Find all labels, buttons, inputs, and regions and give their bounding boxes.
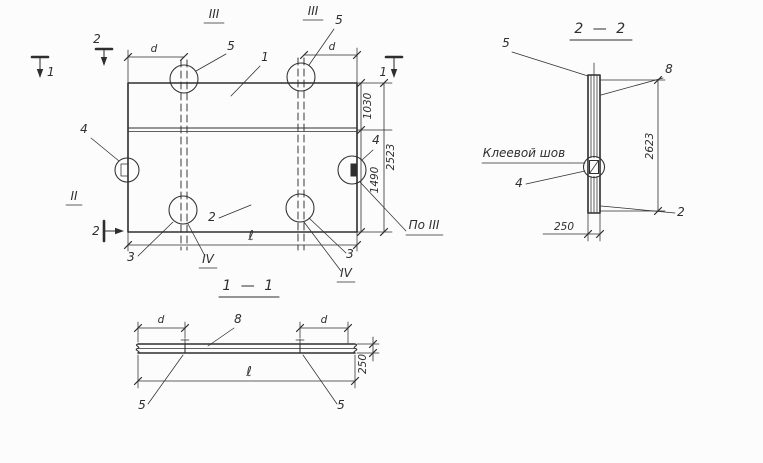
section-1-1-dimensions: d d ℓ 250 (133, 314, 380, 389)
plan-dimension-ticks (123, 50, 389, 250)
callout-5-right-label: 5 (337, 398, 345, 412)
dim-d-right-label: d (321, 314, 328, 326)
plan-leader-lines (90, 28, 407, 272)
callout-5-label: 5 (502, 36, 510, 50)
callout-2-label: 2 (208, 210, 216, 224)
plan-detail-circles (114, 62, 367, 225)
dim-1030-label: 1030 (362, 92, 374, 119)
callout-3-right-label: 3 (346, 247, 354, 261)
callout-3-left-label: 3 (127, 250, 135, 264)
section-2-2-title: 2 — 2 (574, 21, 627, 37)
section-2-2-dimension-lines (542, 79, 659, 235)
plan-callouts: 5 1 5 III III 4 II 4 2 3 IV 3 IV По III (65, 4, 444, 283)
section-1-1-dimension-lines (137, 327, 374, 382)
panel-break-end-left (135, 343, 140, 354)
detail-circle-top-right (286, 62, 316, 92)
callout-4-left-label: 4 (80, 122, 88, 136)
callout-4-label: 4 (515, 176, 523, 190)
dim-length-label: ℓ (247, 228, 254, 244)
section-1-1-dimension-ticks (133, 323, 378, 386)
section-marker-1-right-label: 1 (379, 65, 387, 79)
panel-outline-rect (127, 82, 358, 233)
detail-iii-left-label: III (209, 7, 220, 21)
dim-2623-label: 2623 (644, 133, 656, 160)
detail-iv-right-label: IV (340, 266, 353, 280)
section-marker-2-bottom-label: 2 (92, 224, 100, 238)
detail-circle-bottom-right (285, 193, 315, 223)
detail-circle-top-left (169, 64, 199, 94)
dim-250-label: 250 (554, 221, 574, 233)
callout-5-left-label: 5 (227, 39, 235, 53)
section-1-1: 1 — 1 (133, 278, 380, 412)
detail-iii-right-label: III (308, 4, 319, 18)
callout-5-right-label: 5 (335, 13, 343, 27)
section-1-1-extension-lines (137, 321, 380, 389)
plan-panel-outline (120, 57, 358, 251)
section-2-2-dimensions: 2623 250 (542, 75, 666, 242)
section-2-2-leader-lines (481, 51, 676, 214)
right-edge-joint-mark (350, 163, 357, 177)
detail-circle-bottom-left (168, 195, 198, 225)
dim-1490-label: 1490 (369, 166, 381, 193)
plan-extension-lines (127, 47, 393, 252)
section-marker-2-top-label: 2 (93, 32, 101, 46)
callout-4-right-label: 4 (372, 133, 380, 147)
glue-seam-note: Клеевой шов (483, 146, 565, 160)
dim-d-left-label: d (151, 43, 158, 55)
plan-dimensions: d d 1030 1490 2523 ℓ (123, 41, 397, 252)
section-1-1-leader-lines (147, 327, 338, 405)
section-1-1-panel (135, 338, 358, 354)
dim-2523-label: 2523 (385, 144, 397, 171)
section-1-1-title: 1 — 1 (222, 278, 275, 294)
section-2-2: 2 — 2 (481, 21, 685, 242)
detail-label-underlines (65, 19, 444, 283)
callout-2-label: 2 (677, 205, 685, 219)
section-arrow-down-icon (390, 69, 398, 78)
dim-d-left-label: d (158, 314, 165, 326)
glue-joint-detail-circle (582, 155, 606, 179)
callout-8-label: 8 (665, 62, 673, 76)
detail-iv-left-label: IV (202, 252, 215, 266)
detail-circle-right-edge (337, 155, 367, 185)
dim-d-right-label: d (329, 41, 336, 53)
note-po-iii-label: По III (409, 218, 440, 232)
detail-ii-label: II (70, 189, 78, 203)
section-arrow-down-icon (100, 57, 108, 66)
callout-1-label: 1 (261, 50, 269, 64)
callout-8-label: 8 (234, 312, 242, 326)
section-arrow-right-icon (115, 227, 124, 235)
dim-thickness-label: 250 (357, 354, 369, 374)
glue-joint-block (588, 159, 600, 175)
left-edge-joint-notch (120, 163, 129, 177)
section-arrow-down-icon (36, 69, 44, 78)
plan-view: d d 1030 1490 2523 ℓ 1 (30, 4, 444, 283)
section-cut-strokes (30, 47, 404, 243)
section-2-2-extension-lines (587, 79, 666, 242)
panel-break-end-right (353, 343, 358, 354)
plan-section-markers: 1 1 2 2 (30, 32, 404, 243)
section-marker-1-left-label: 1 (47, 65, 55, 79)
section-2-2-panel (582, 62, 606, 214)
detail-circle-left-edge (114, 157, 140, 183)
dim-length-label: ℓ (245, 364, 252, 380)
section-arrow-stems (39, 48, 395, 232)
callout-5-left-label: 5 (138, 398, 146, 412)
